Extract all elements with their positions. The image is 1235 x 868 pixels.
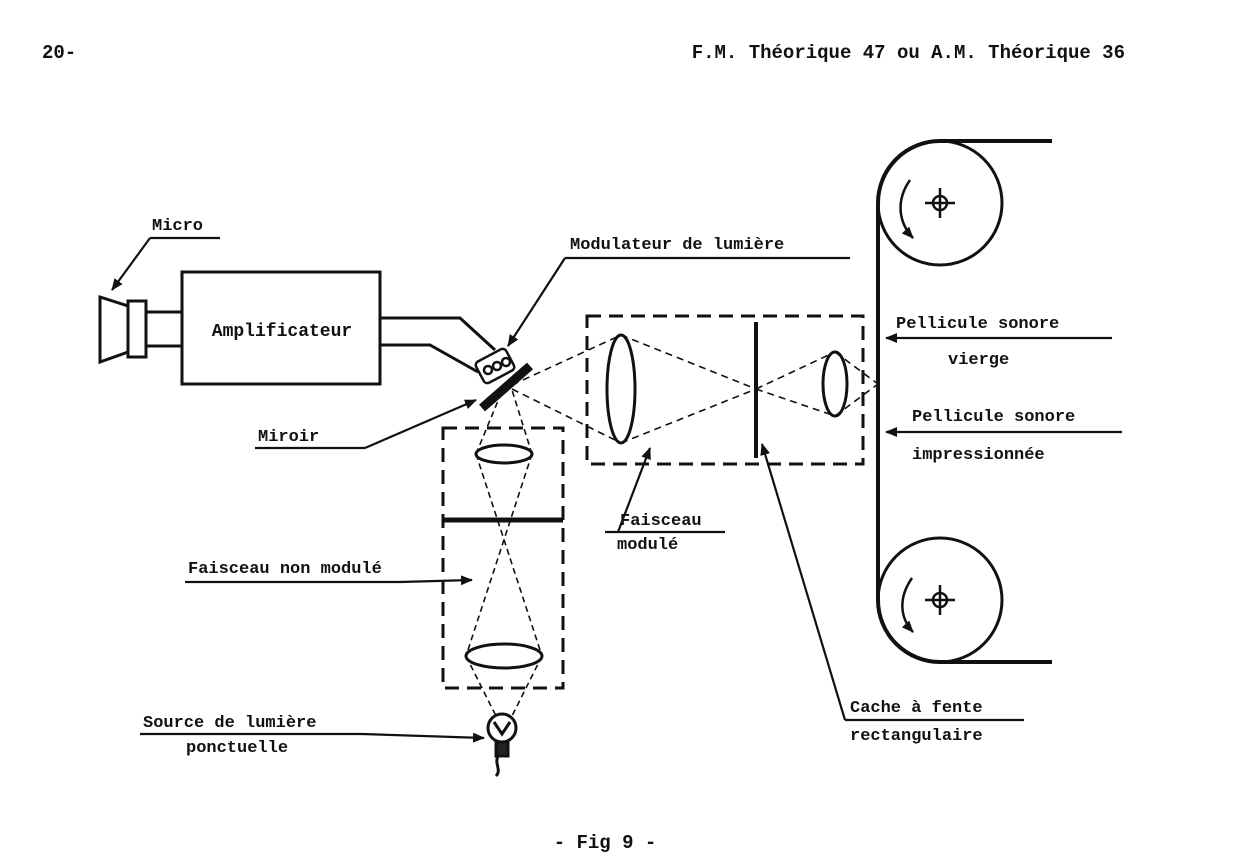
label-faisceau-module-line2: modulé <box>617 536 678 555</box>
label-miroir: Miroir <box>258 428 319 447</box>
label-modulateur: Modulateur de lumière <box>570 236 784 255</box>
label-faisceau-non-module-arrow <box>185 575 473 586</box>
page-header-title: F.M. Théorique 47 ou A.M. Théorique 36 <box>692 42 1125 64</box>
lower-condenser-lens <box>464 642 544 670</box>
label-cache-line2: rectangulaire <box>850 727 983 746</box>
page-number: 20- <box>42 42 76 64</box>
label-pellicule-impr-line1: Pellicule sonore <box>912 408 1075 427</box>
label-source-line1: Source de lumière <box>143 714 316 733</box>
label-cache-arrow <box>760 443 1024 722</box>
label-modulateur-arrow <box>507 256 850 347</box>
modulated-beam <box>511 334 879 444</box>
mirror <box>479 362 533 412</box>
label-micro: Micro <box>152 217 203 236</box>
objective-housing <box>585 314 865 466</box>
figure-caption: - Fig 9 - <box>554 832 657 854</box>
microphone-icon <box>98 294 184 365</box>
label-cache-line1: Cache à fente <box>850 699 983 718</box>
label-source-arrow <box>140 732 485 743</box>
amplifier-box <box>180 270 382 386</box>
amplifier-wires <box>380 316 497 374</box>
unmodulated-beam <box>465 389 543 717</box>
small-objective-lens <box>821 350 849 418</box>
condenser-housing <box>441 426 565 690</box>
light-modulator <box>474 347 516 385</box>
label-faisceau-module-line1: Faisceau <box>620 512 702 531</box>
lower-reel-hub-icon <box>925 585 955 615</box>
lower-reel-rotation-arrow-icon <box>901 577 914 633</box>
label-source-line2: ponctuelle <box>186 739 288 758</box>
label-pellicule-vierge-line1: Pellicule sonore <box>896 315 1059 334</box>
upper-reel-rotation-arrow-icon <box>899 179 914 239</box>
label-faisceau-module-arrow <box>605 447 725 534</box>
large-objective-lens <box>605 333 637 445</box>
lamp-icon <box>486 712 518 778</box>
label-miroir-arrow <box>255 398 477 450</box>
upper-condenser-lens <box>474 443 534 465</box>
label-micro-arrow <box>111 236 220 291</box>
film-transport <box>876 139 1052 664</box>
label-pellicule-impr-line2: impressionnée <box>912 446 1045 465</box>
amplifier-label: Amplificateur <box>212 322 352 342</box>
upper-reel-hub-icon <box>925 188 955 218</box>
label-faisceau-non-module: Faisceau non modulé <box>188 560 382 579</box>
label-pellicule-vierge-line2: vierge <box>948 351 1009 370</box>
